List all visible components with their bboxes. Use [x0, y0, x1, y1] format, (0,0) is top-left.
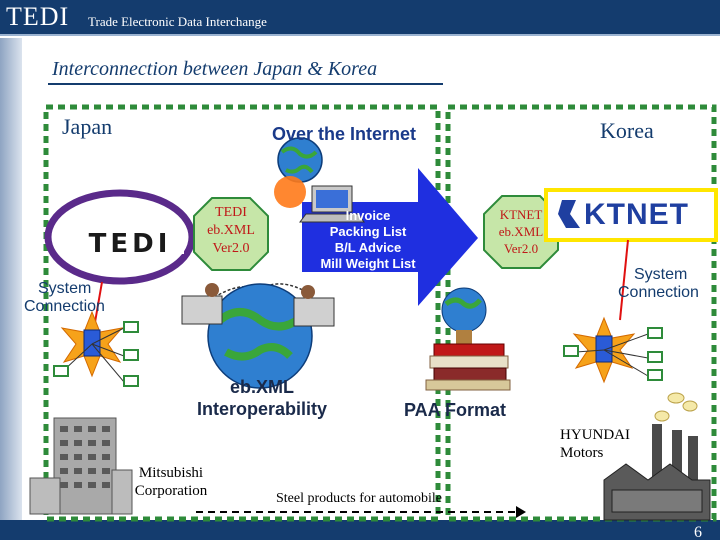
- steel-flow-arrowhead: [516, 506, 526, 518]
- paa-format-label: PAA Format: [404, 400, 507, 420]
- over-internet-title: Over the Internet: [272, 124, 417, 144]
- japan-region-box: [43, 104, 441, 522]
- paa-books-icon: [425, 287, 511, 391]
- japan-octagon-line-3: Ver2.0: [212, 241, 250, 256]
- japan-octagon-line-1: TEDI: [215, 205, 247, 220]
- ktnet-logo-mark: [558, 200, 580, 228]
- japan-octagon-line-2: eb.XML: [207, 223, 255, 238]
- brand-subtitle: Trade Electronic Data Interchange: [88, 14, 267, 29]
- page-number: 6: [694, 524, 702, 540]
- japan-system-connection: System Connection: [24, 280, 105, 316]
- left-gradient-bar: [0, 38, 22, 528]
- document-list: Invoice Packing List B/L Advice Mill Wei…: [308, 208, 428, 272]
- hyundai-label-line-2: Motors: [560, 445, 604, 461]
- mitsubishi-building-icon: [29, 417, 133, 515]
- tedi-logo-text: TEDI: [89, 229, 172, 259]
- slide-title: Interconnection between Japan & Korea: [52, 58, 378, 80]
- doc-mill-weight-list: Mill Weight List: [320, 256, 416, 271]
- korea-system-connection: System Connection: [618, 266, 699, 302]
- internet-globe-icon: [274, 137, 365, 223]
- mitsubishi-label-line-2: Corporation: [134, 483, 208, 499]
- ebxml-label-line-2: Interoperability: [196, 399, 328, 419]
- korea-red-link: [619, 239, 629, 321]
- ebxml-label-line-1: eb.XML: [229, 377, 294, 397]
- mitsubishi-label: Mitsubishi Corporation: [122, 464, 220, 500]
- doc-packing-list: Packing List: [329, 224, 407, 239]
- korea-octagon-line-2: eb.XML: [498, 224, 544, 239]
- korea-octagon-line-3: Ver2.0: [503, 241, 539, 256]
- doc-invoice: Invoice: [345, 208, 391, 223]
- korea-octagon-line-1: KTNET: [499, 207, 543, 222]
- japan-network-icon: [53, 310, 139, 387]
- interoperability-globe-icon: [181, 283, 335, 389]
- title-underline: [48, 83, 443, 85]
- korea-network-icon: [563, 316, 663, 384]
- ktnet-logo-box: [544, 188, 718, 242]
- korea-system-connection-line-1: System: [634, 266, 688, 283]
- korea-region-box: [445, 104, 717, 522]
- footer-bar: [0, 520, 720, 540]
- brand-title: TEDI: [6, 2, 70, 31]
- mitsubishi-label-line-1: Mitsubishi: [138, 465, 204, 481]
- japan-octagon: [193, 197, 269, 271]
- japan-octagon-text: TEDI eb.XML Ver2.0: [194, 204, 268, 258]
- korea-label: Korea: [600, 118, 654, 143]
- hyundai-label: HYUNDAI Motors: [560, 426, 630, 462]
- korea-octagon-text: KTNET eb.XML Ver2.0: [484, 206, 558, 257]
- tedi-logo: [44, 189, 196, 285]
- steel-products-label: Steel products for automobile: [276, 491, 443, 506]
- hyundai-label-line-1: HYUNDAI: [560, 427, 630, 443]
- korea-system-connection-line-2: Connection: [618, 284, 699, 301]
- header-bar: TEDI Trade Electronic Data Interchange: [0, 0, 720, 36]
- hyundai-factory-icon: [603, 392, 711, 521]
- ebxml-interoperability-label: eb.XML Interoperability: [176, 376, 348, 420]
- ktnet-logo-text: KTNET: [584, 198, 689, 231]
- japan-system-connection-line-2: Connection: [24, 298, 105, 315]
- japan-label: Japan: [62, 114, 113, 139]
- japan-system-connection-line-1: System: [38, 280, 92, 297]
- doc-bl-advice: B/L Advice: [334, 240, 402, 255]
